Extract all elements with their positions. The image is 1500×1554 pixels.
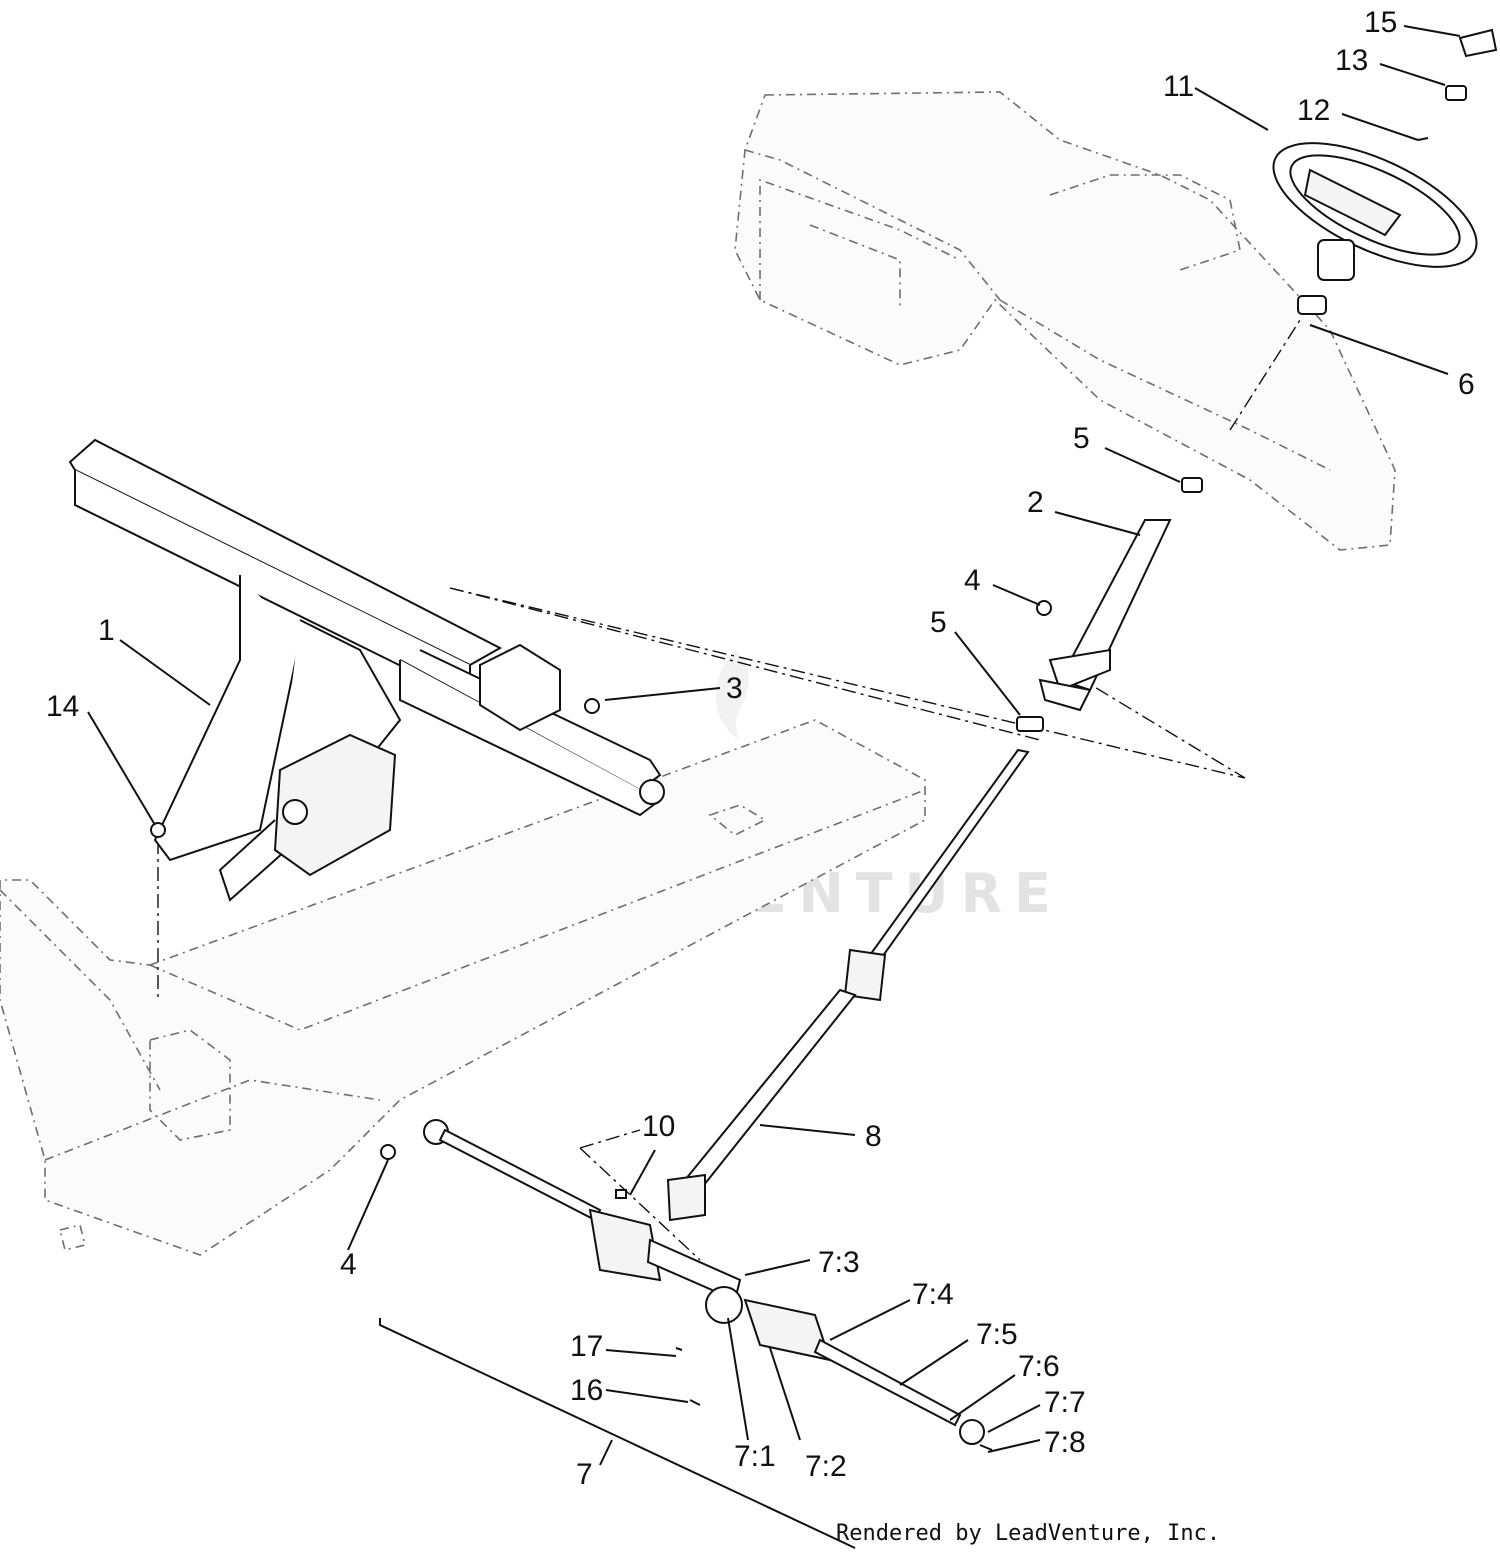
callout-7-8: 7:8 xyxy=(1044,1426,1086,1459)
support-frame-part xyxy=(68,438,665,902)
leader-lines xyxy=(87,25,1461,1549)
callout-17: 17 xyxy=(570,1330,603,1363)
callout-7-7: 7:7 xyxy=(1044,1386,1086,1419)
callout-7-2: 7:2 xyxy=(805,1450,847,1483)
callout-4-lower: 4 xyxy=(340,1248,357,1281)
callout-12: 12 xyxy=(1297,94,1330,127)
callout-7-1: 7:1 xyxy=(734,1440,776,1473)
callout-11: 11 xyxy=(1163,70,1194,103)
fasteners xyxy=(150,698,600,838)
steering-shaft-part xyxy=(666,748,1030,1222)
steering-rack-part xyxy=(380,1119,993,1451)
callout-8: 8 xyxy=(865,1120,882,1153)
alignment-guides xyxy=(157,319,1301,1261)
callout-5-lower: 5 xyxy=(930,606,947,639)
callout-3: 3 xyxy=(726,672,743,705)
dashboard-ghost xyxy=(734,91,1396,551)
frame-ghost xyxy=(0,719,926,1256)
callout-labels: 15 13 11 12 6 5 2 4 5 1 3 14 10 8 4 7:3 … xyxy=(46,6,1475,1491)
render-credit: Rendered by LeadVenture, Inc. xyxy=(836,1521,1220,1546)
callout-2: 2 xyxy=(1027,486,1044,519)
steering-column-part xyxy=(1016,477,1203,732)
callout-14: 14 xyxy=(46,690,79,723)
callout-10: 10 xyxy=(642,1110,675,1143)
callout-7-6: 7:6 xyxy=(1018,1350,1060,1383)
callout-7: 7 xyxy=(576,1458,593,1491)
callout-6: 6 xyxy=(1458,368,1475,401)
callout-13: 13 xyxy=(1335,44,1368,77)
callout-7-3: 7:3 xyxy=(818,1246,860,1279)
callout-16: 16 xyxy=(570,1374,603,1407)
callout-5-upper: 5 xyxy=(1073,422,1090,455)
callout-1: 1 xyxy=(98,614,115,647)
callout-7-5: 7:5 xyxy=(976,1318,1018,1351)
callout-15: 15 xyxy=(1364,6,1397,39)
callout-4-upper: 4 xyxy=(964,564,981,597)
steering-wheel-part xyxy=(1272,28,1498,315)
callout-7-4: 7:4 xyxy=(912,1278,954,1311)
